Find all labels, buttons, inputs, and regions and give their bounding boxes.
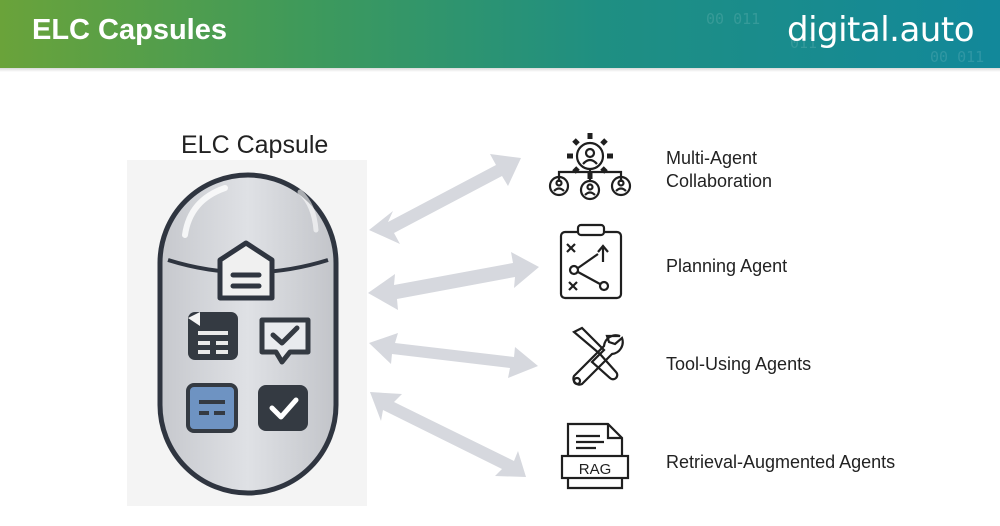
agent-label-line: Collaboration [666,171,773,191]
multi-agent-gear-icon [548,133,632,201]
checkbox-icon [258,385,308,431]
page-title: ELC Capsules [32,14,227,46]
rag-icon-text: RAG [579,461,612,478]
agent-label-line: Retrieval-Augmented Agents [666,452,896,472]
header-decoration: 00 011 [706,10,761,28]
house-icon [217,240,275,301]
arrow-planning [368,252,539,310]
card-icon [186,383,238,433]
brand-logo: digital.auto [787,10,975,50]
agent-label-multi-agent: Multi-Agent Collaboration [666,147,966,193]
wrench-screwdriver-icon [572,326,624,386]
arrow-retrieval [370,392,526,477]
arrow-tool-using [369,333,538,378]
header-decoration: 00 011 [930,48,985,66]
rag-document-icon [560,422,630,490]
agent-label-tool-using: Tool-Using Agents [666,353,966,376]
header-decoration: 011 [790,34,818,52]
header-bar: ELC Capsules 00 011 011 00 011 digital.a… [0,0,1000,68]
agent-label-line: Tool-Using Agents [666,354,812,374]
agent-label-planning: Planning Agent [666,255,966,278]
header-shadow [0,68,1000,72]
capsule-title: ELC Capsule [181,131,329,159]
agent-label-line: Planning Agent [666,256,788,276]
clipboard-plan-icon [559,223,623,300]
agent-label-retrieval: Retrieval-Augmented Agents [666,451,966,474]
agent-label-line: Multi-Agent [666,148,758,168]
arrow-multi-agent [369,154,521,244]
document-list-icon [188,312,238,360]
message-check-icon [259,317,311,365]
